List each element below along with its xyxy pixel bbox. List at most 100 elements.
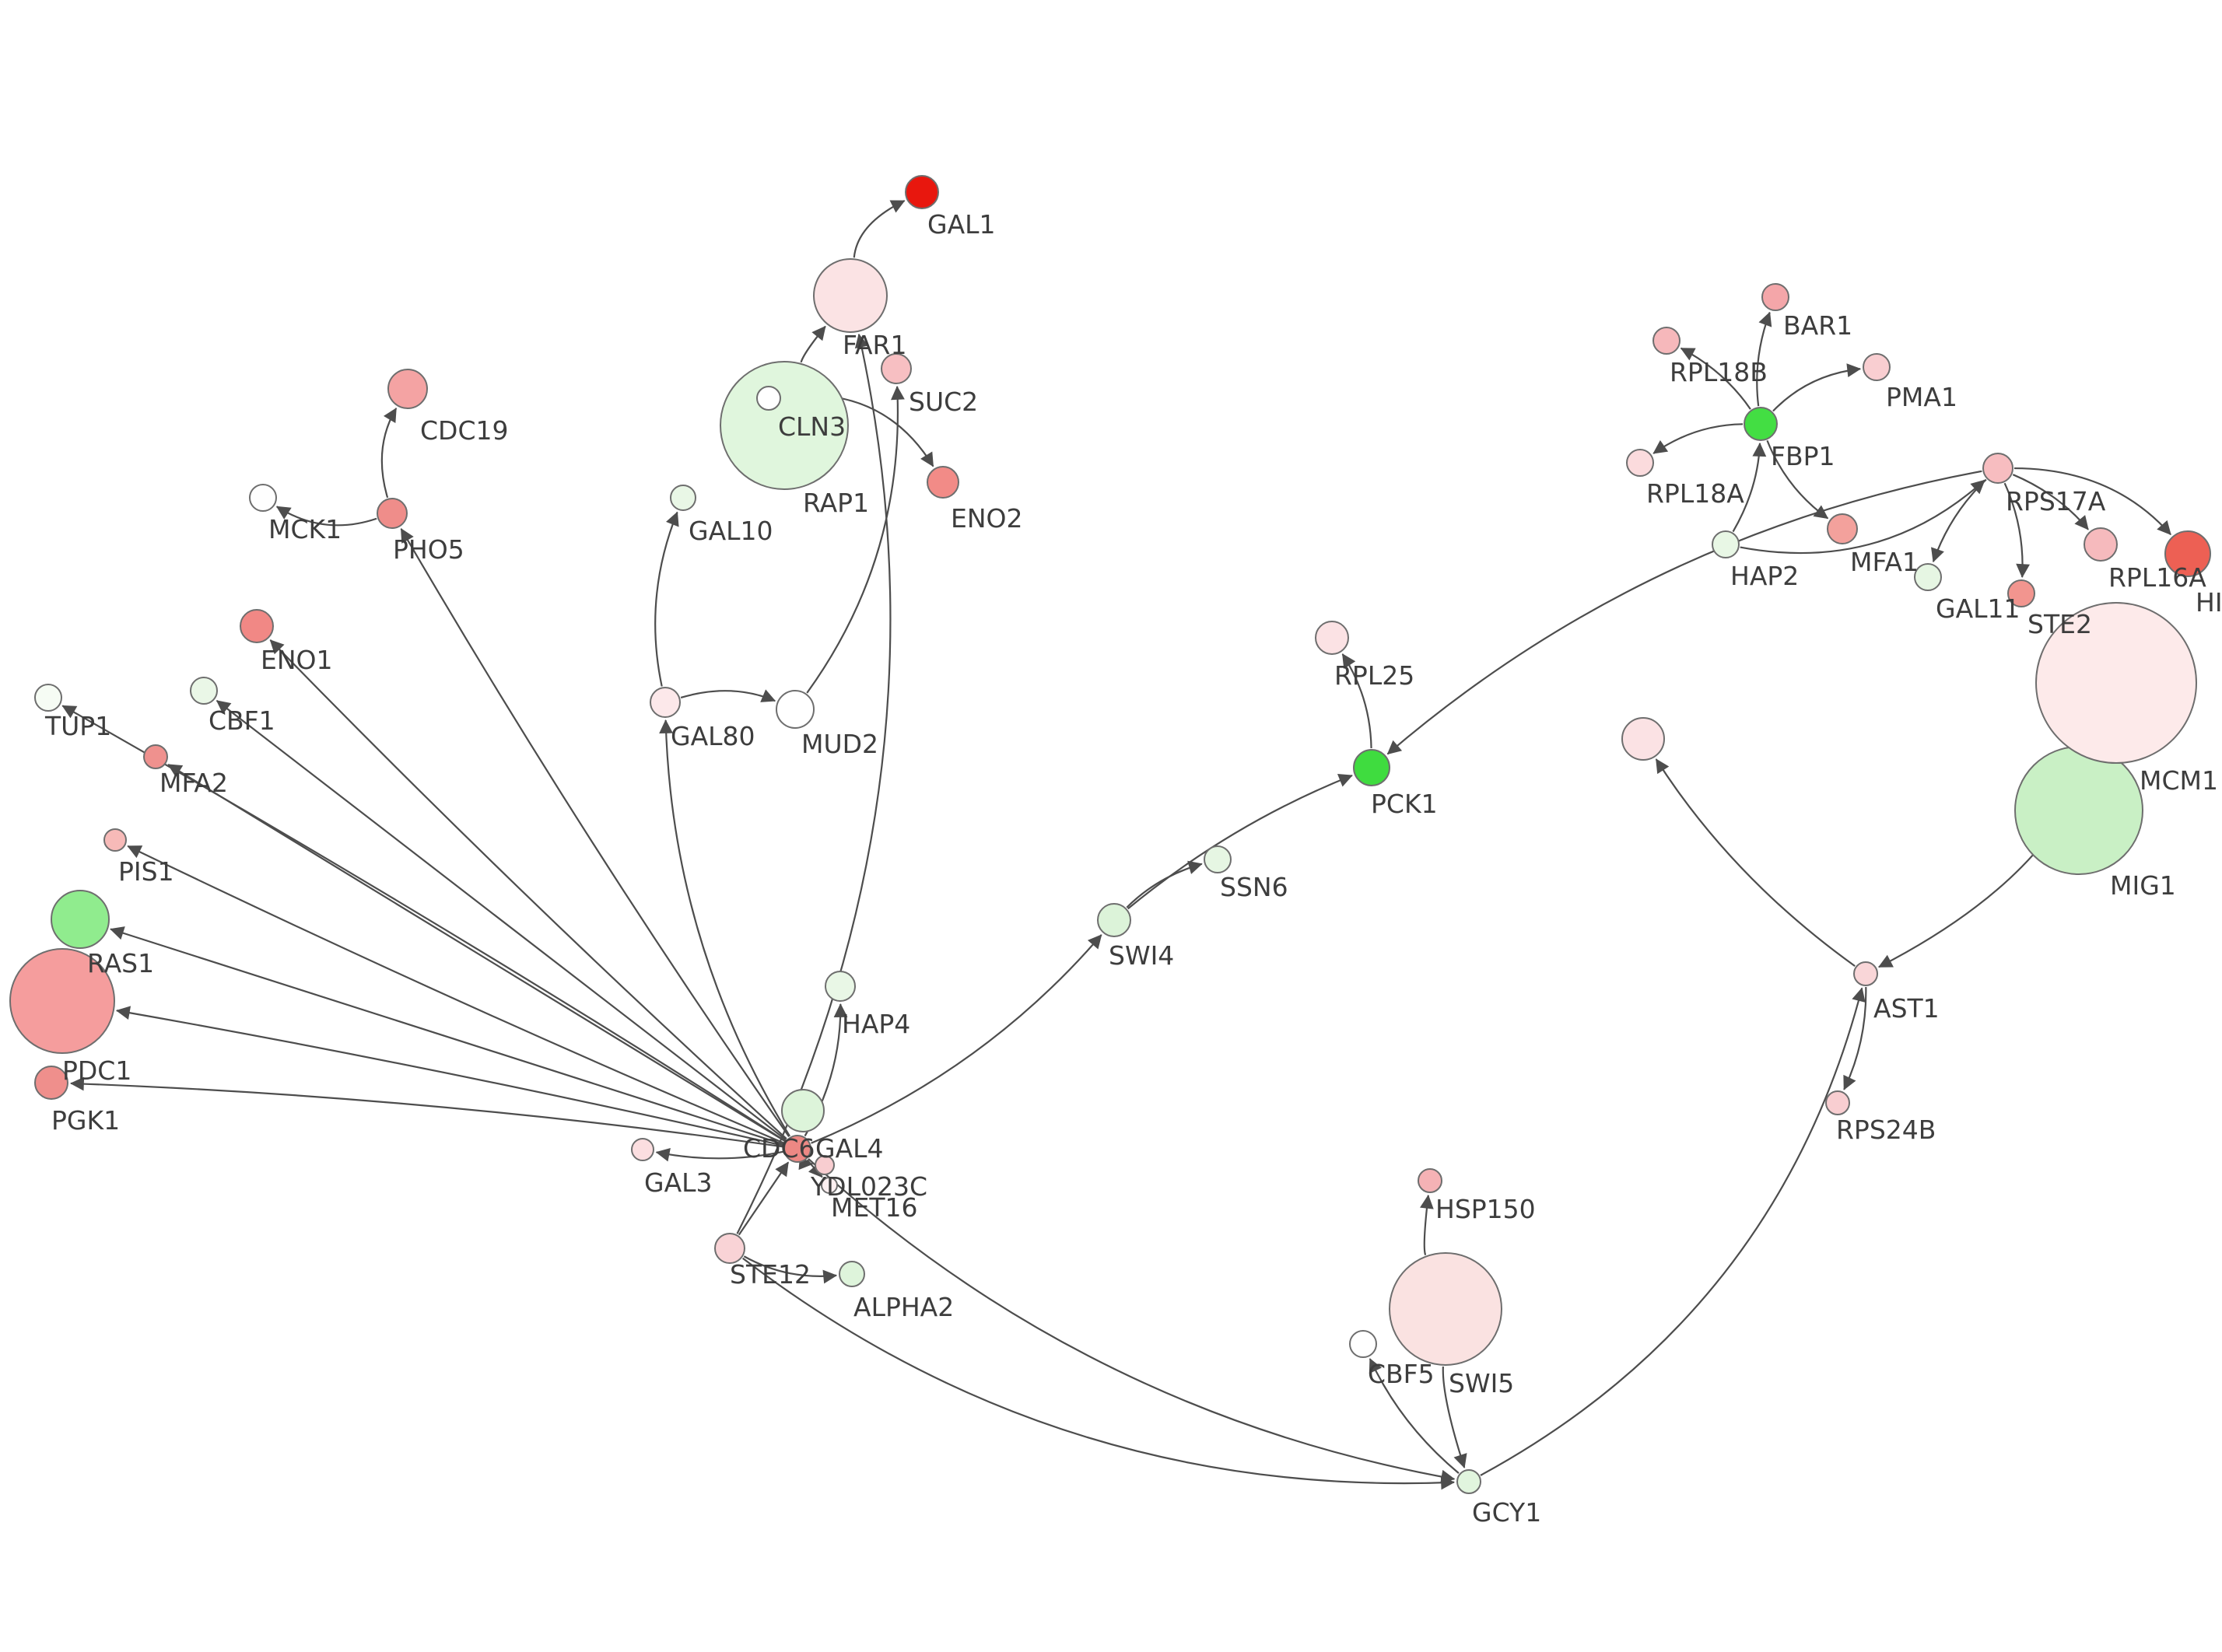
edge-gcy1-ast1[interactable] [1480,987,1866,1476]
edge-rps17a-gal11[interactable] [1931,478,1987,563]
edge-gal4-pho5[interactable] [400,528,790,1138]
edge-mud2-suc2[interactable] [806,385,905,694]
edge-gal4-gal80[interactable] [659,719,791,1137]
edge-gcy1-cbf5[interactable] [1369,1358,1460,1474]
node-alpha2[interactable] [839,1261,865,1287]
node-rps24b[interactable] [1825,1090,1850,1115]
node-rpl18b[interactable] [1652,327,1681,355]
edge-gal4-swi4[interactable] [811,934,1102,1144]
node-gal80[interactable] [650,687,681,718]
edge-ste12-gal4[interactable] [738,1161,790,1236]
edge-rps17a-pck1[interactable] [1386,470,1982,755]
node-pdc1[interactable] [9,948,115,1054]
node-ssn6[interactable] [1204,845,1232,873]
edge-gal4-pgk1[interactable] [69,1076,783,1148]
edge-gal4-cbf1[interactable] [216,699,787,1141]
edge-pho5-cdc19[interactable] [380,408,398,499]
node-cdc19[interactable] [387,369,428,409]
node-cbf1[interactable] [190,677,218,705]
edge-fbp1-pma1[interactable] [1772,363,1862,412]
node-gal11[interactable] [1914,563,1942,591]
edge-gal4-pis1[interactable] [127,845,784,1144]
node-fbp1[interactable] [1744,407,1778,441]
node-ast1[interactable] [1853,961,1878,986]
node-gal4[interactable] [783,1135,811,1163]
node-mcm1[interactable] [2035,602,2197,764]
node-gal1[interactable] [905,175,939,209]
node-hsp150[interactable] [1418,1168,1442,1193]
node-hap4[interactable] [825,971,856,1002]
edge-hap2-fbp1[interactable] [1732,442,1767,533]
node-mck1[interactable] [249,484,277,512]
node-rpl25[interactable] [1315,621,1349,655]
node-cdc6[interactable] [781,1089,825,1132]
node-gal3[interactable] [631,1138,654,1161]
node-mfa2[interactable] [143,744,168,769]
node-ras1[interactable] [51,890,110,949]
edge-far1-gal1[interactable] [853,200,906,258]
edge-gal4-pdc1[interactable] [115,1006,783,1146]
node-rps17a[interactable] [1982,453,2013,484]
edge-gal80-mud2[interactable] [680,689,776,702]
edge-gal4-ras1[interactable] [110,926,784,1146]
edge-gal4-gcy1[interactable] [808,1158,1456,1484]
edge-fbp1-bar1[interactable] [1756,311,1772,407]
edge-gal4-mfa2[interactable] [167,763,786,1143]
edge-gal80-gal10[interactable] [654,511,679,687]
node-cbf5[interactable] [1349,1330,1377,1358]
node-rpl18a[interactable] [1626,449,1654,477]
edge-swi5-gcy1[interactable] [1442,1366,1467,1468]
node-swi5[interactable] [1389,1252,1502,1366]
node-pis1[interactable] [103,828,127,852]
node-label-cln3: CLN3 [778,411,846,442]
edge-rps17a-his4[interactable] [2013,467,2171,536]
node-far1[interactable] [813,258,888,333]
node-eno2[interactable] [927,466,959,499]
edge-gal4-ydl023c[interactable] [798,1156,814,1171]
node-ydl023c[interactable] [815,1155,835,1175]
node-ste12[interactable] [714,1233,745,1264]
edge-swi4-pck1[interactable] [1127,773,1353,910]
node-mud2[interactable] [776,690,815,729]
node-tup1[interactable] [34,684,62,712]
edge-rps17a-rpl16a[interactable] [2012,474,2089,530]
node-pgk1[interactable] [34,1066,68,1100]
edge-gal4-gal3[interactable] [655,1147,783,1162]
edge-rps17a-ste2[interactable] [2003,482,2030,579]
node-cln3[interactable] [720,361,849,490]
edge-cln3-far1[interactable] [800,325,826,363]
node-rap1[interactable] [756,386,781,411]
edge-ste12-alpha2[interactable] [743,1255,838,1284]
node-his4[interactable] [2164,530,2211,577]
edge-gal4-eno1[interactable] [269,639,787,1140]
edge-pho5-mck1[interactable] [275,506,377,527]
edge-fbp1-rpl18b[interactable] [1680,347,1751,410]
node-mig1[interactable] [2014,746,2143,875]
node-bar1[interactable] [1761,283,1789,311]
node-gal10[interactable] [670,485,696,511]
node-hap2[interactable] [1712,530,1740,558]
node-ste2[interactable] [2007,579,2035,607]
node-pho5[interactable] [377,498,408,529]
edge-hap2-rps17a[interactable] [1740,479,1985,555]
edge-swi4-ssn6[interactable] [1126,860,1203,908]
node-label-suc2: SUC2 [909,387,978,417]
edge-ast1-unlabeled1[interactable] [1655,758,1856,967]
node-pma1[interactable] [1863,353,1891,381]
edge-pck1-rpl25[interactable] [1341,653,1372,749]
node-swi4[interactable] [1097,903,1131,937]
node-rpl16a[interactable] [2084,527,2118,562]
node-unlabeled1[interactable] [1621,717,1665,761]
node-mfa1[interactable] [1827,513,1858,544]
node-suc2[interactable] [881,353,912,384]
node-pck1[interactable] [1353,749,1390,786]
node-gcy1[interactable] [1456,1469,1481,1494]
node-eno1[interactable] [240,609,274,643]
edge-fbp1-mfa1[interactable] [1766,439,1829,520]
node-met16[interactable] [821,1177,838,1194]
edge-swi5-hsp150[interactable] [1420,1194,1434,1256]
edge-ste12-gcy1[interactable] [742,1257,1456,1490]
edge-ast1-rps24b[interactable] [1843,986,1867,1090]
edge-fbp1-rpl18a[interactable] [1652,423,1744,454]
